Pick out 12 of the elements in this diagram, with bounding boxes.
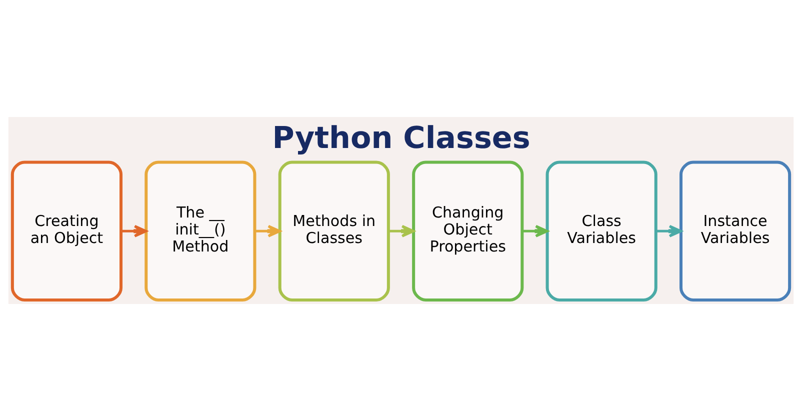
node-box: Creating an Object	[10, 160, 123, 301]
node-box: Instance Variables	[679, 160, 792, 301]
arrow	[656, 224, 682, 237]
node-box: Class Variables	[546, 160, 658, 301]
arrow	[121, 224, 148, 237]
arrow	[522, 224, 548, 237]
arrow	[388, 224, 415, 237]
diagram-title: Python Classes	[272, 120, 530, 156]
arrow	[255, 224, 281, 237]
node-box: The __ init__() Method	[144, 160, 256, 301]
node-box: Methods in Classes	[278, 160, 390, 301]
node-box: Changing Object Properties	[412, 160, 524, 301]
